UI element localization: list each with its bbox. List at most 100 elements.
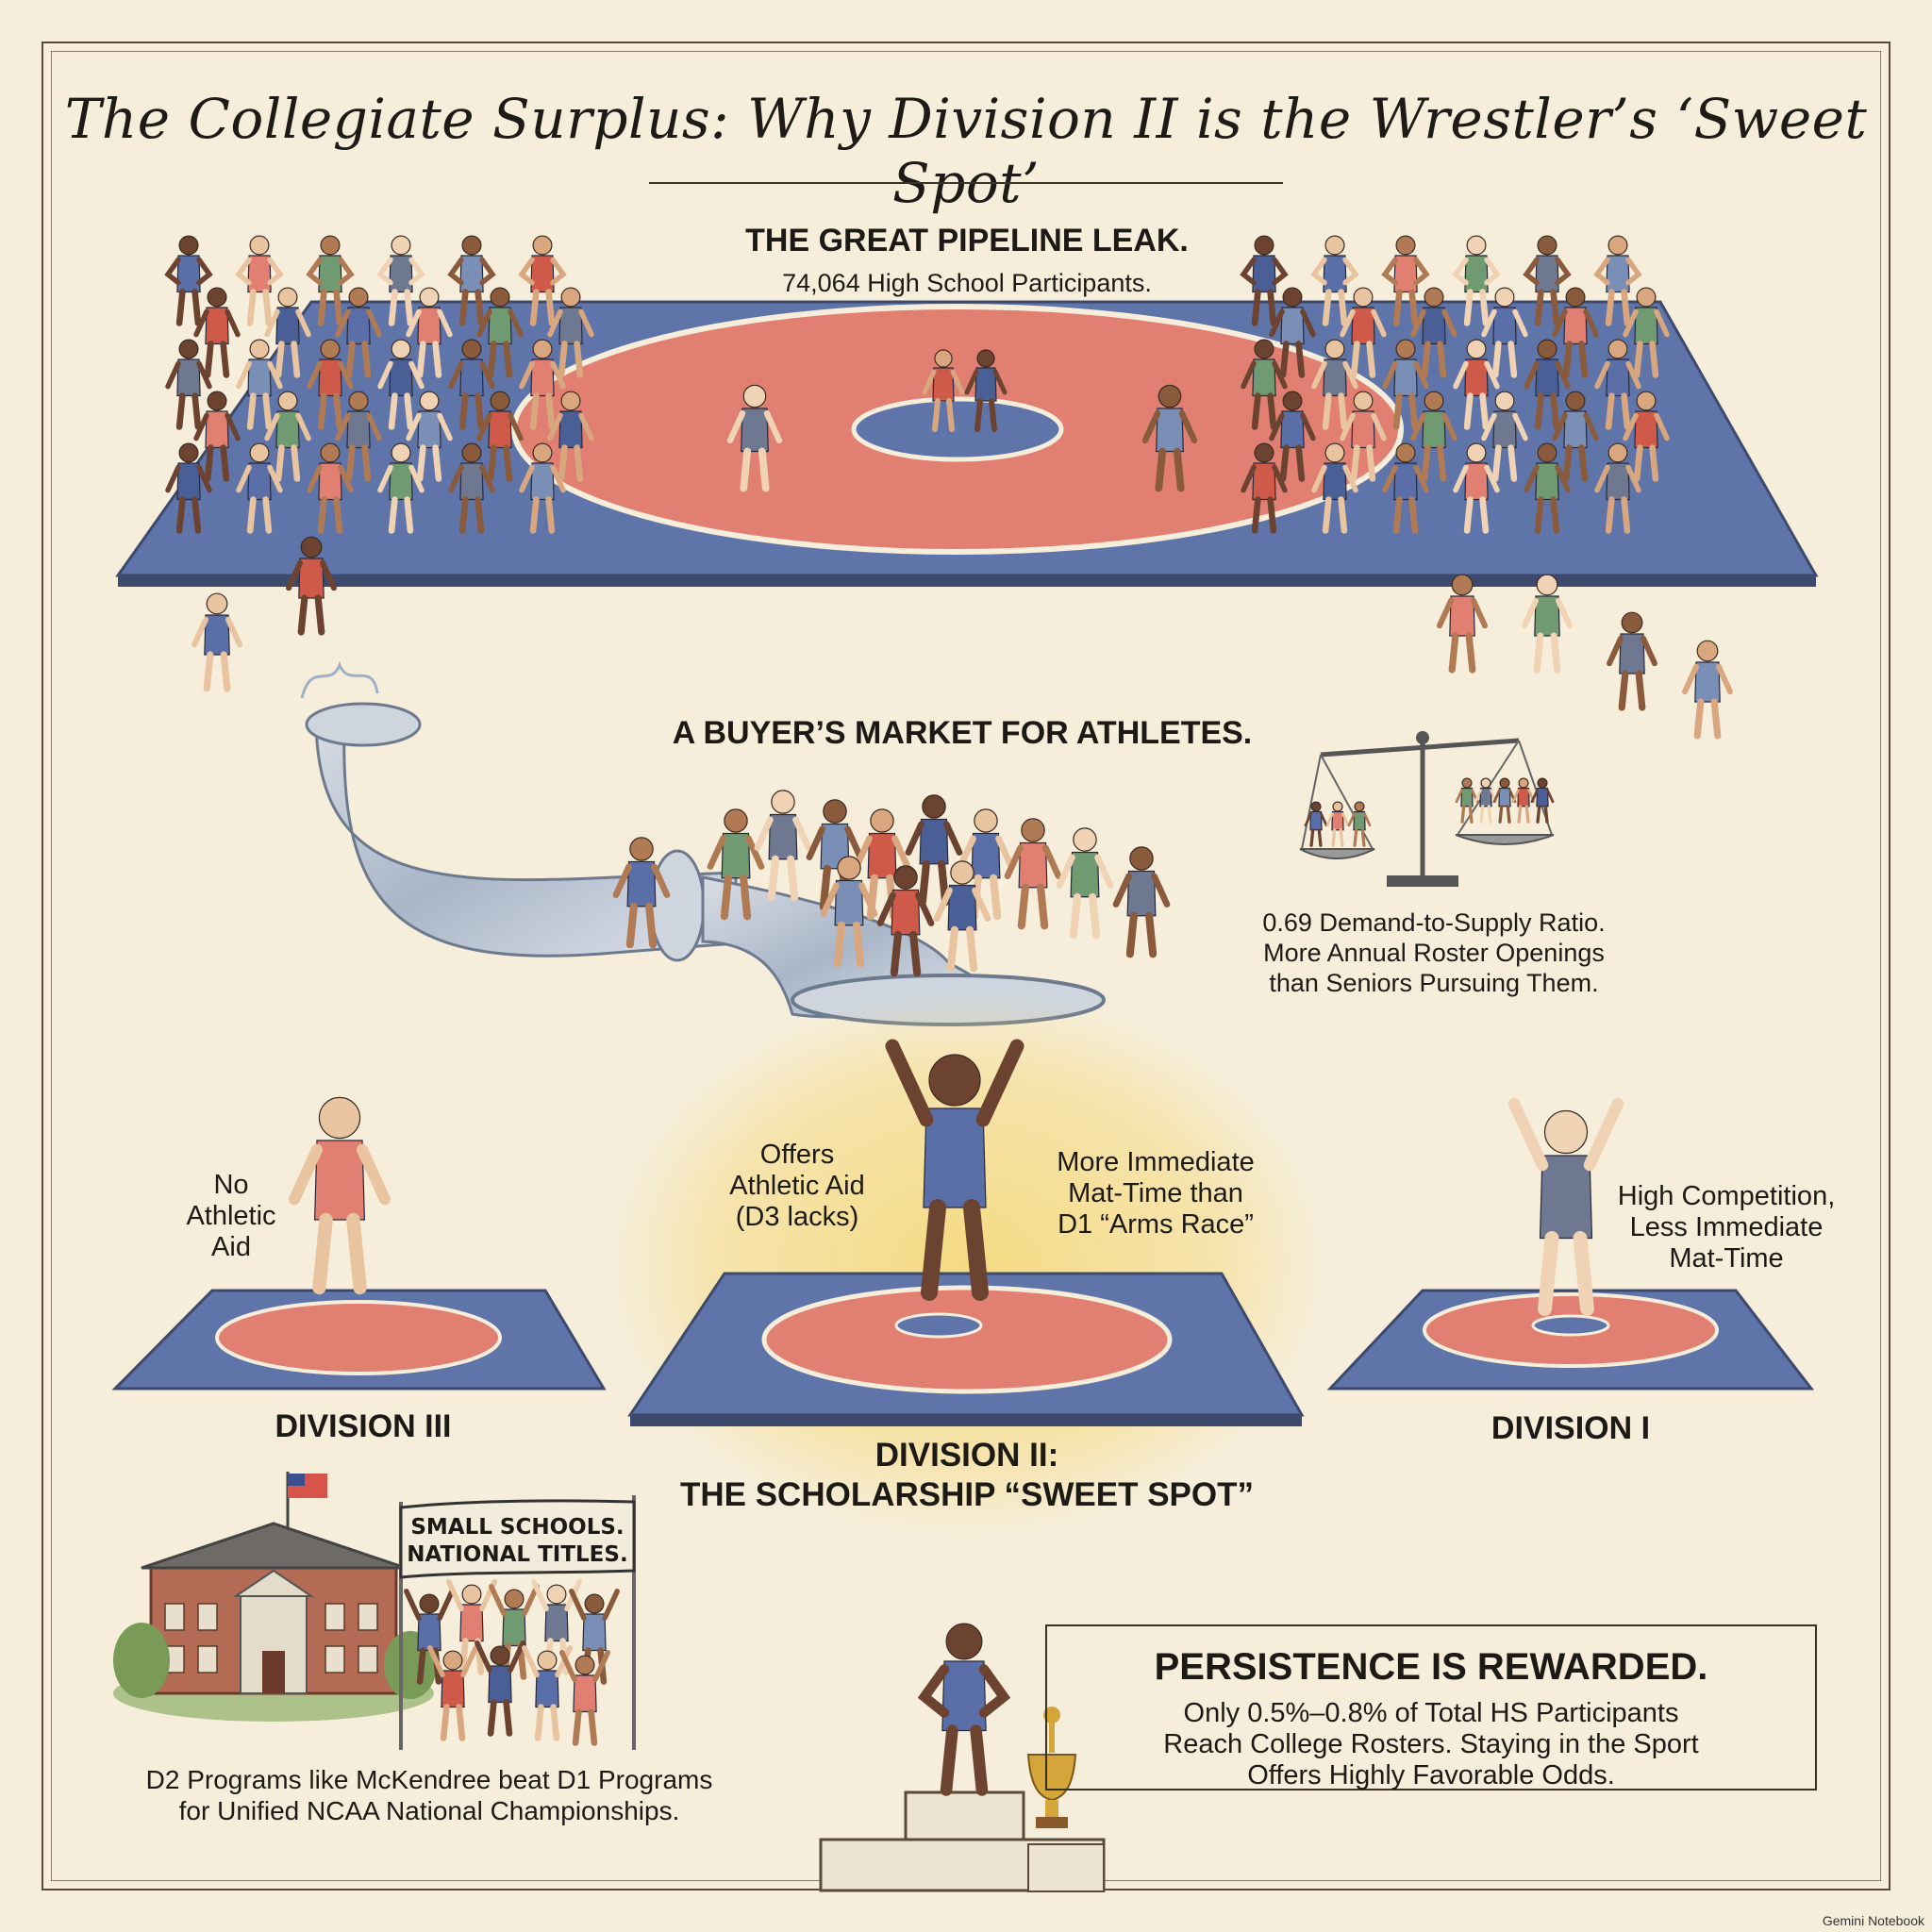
wrestler-figure — [1437, 574, 1488, 674]
wrestler-figure — [446, 1579, 497, 1675]
wrestler-figure — [1410, 287, 1457, 378]
wrestler-figure — [519, 339, 566, 430]
wrestler-figure — [1381, 235, 1430, 326]
wrestler-figure — [1382, 442, 1429, 534]
wrestler-figure — [1455, 777, 1479, 824]
persistence-line: Reach College Rosters. Staying in the Sp… — [1163, 1729, 1699, 1759]
wrestler-figure — [447, 235, 496, 326]
wrestler-figure — [1474, 777, 1498, 824]
wrestler-figure — [1522, 574, 1573, 674]
wrestler-figure — [427, 1645, 478, 1741]
wrestler-figure — [547, 287, 594, 378]
d3-label: DIVISION III — [275, 1408, 452, 1444]
wrestler-figure — [1304, 801, 1328, 847]
d2-note-line: Mat-Time than — [1068, 1178, 1243, 1208]
wrestler-figure — [519, 442, 566, 534]
wrestler-figure — [726, 384, 783, 492]
wrestler-figure — [1241, 442, 1288, 534]
wrestler-figure — [522, 1645, 573, 1741]
wrestler-figure — [406, 287, 453, 378]
caption-line: for Unified NCAA National Championships. — [178, 1796, 680, 1825]
wrestler-figure — [406, 391, 453, 482]
ratio-line: More Annual Roster Openings — [1263, 939, 1605, 967]
high-school-wrestlers-crowd — [164, 235, 1733, 740]
wrestler-figure — [1523, 235, 1572, 326]
wrestler-figure — [1340, 287, 1387, 378]
d2-note-left: Offers Athletic Aid (D3 lacks) — [693, 1140, 901, 1233]
pipeline-mat — [115, 300, 1819, 587]
d1-note: High Competition, Less Immediate Mat-Tim… — [1585, 1181, 1868, 1274]
wrestler-figure — [1325, 801, 1350, 847]
page-title: The Collegiate Surplus: Why Division II … — [64, 87, 1868, 215]
wrestler-figure — [1269, 287, 1316, 378]
wrestler-figure — [1310, 235, 1359, 326]
wrestler-figure — [1004, 818, 1062, 930]
market-ratio-note: 0.69 Demand-to-Supply Ratio. More Annual… — [1198, 908, 1670, 998]
schoolhouse-illustration — [113, 1472, 437, 1722]
wrestler-figure — [1552, 391, 1599, 482]
small-schools-caption: D2 Programs like McKendree beat D1 Progr… — [90, 1764, 769, 1826]
wrestler-figure — [559, 1650, 610, 1746]
wrestler-figure — [307, 442, 354, 534]
persistence-box — [1045, 1624, 1817, 1790]
wrestler-figure — [289, 1096, 391, 1295]
wrestler-figure — [377, 442, 425, 534]
wrestler-figure — [448, 442, 495, 534]
wrestler-figure — [518, 235, 567, 326]
d2-label: DIVISION II: THE SCHOLARSHIP “SWEET SPOT… — [604, 1436, 1330, 1515]
wrestler-figure — [1593, 235, 1642, 326]
wrestler-figure — [164, 235, 213, 326]
division-i-mat — [1326, 1289, 1815, 1391]
wrestler-figure — [192, 592, 242, 692]
d2-note-line: Offers — [759, 1140, 835, 1170]
wrestler-figure — [1452, 235, 1501, 326]
wrestler-figure — [1241, 339, 1288, 430]
team-celebration — [404, 1579, 620, 1746]
emerging-wrestlers — [612, 790, 1171, 977]
d2-label-line: DIVISION II: — [874, 1437, 1059, 1474]
small-schools-banner: SMALL SCHOOLS. NATIONAL TITLES. — [401, 1514, 634, 1569]
wrestler-figure — [922, 349, 965, 432]
wrestler-figure — [531, 1579, 582, 1675]
banner-line: SMALL SCHOOLS. — [410, 1515, 625, 1540]
wrestler-figure — [612, 837, 671, 949]
wrestler-figure — [707, 808, 765, 921]
wrestler-figure — [1410, 391, 1457, 482]
banner-line: NATIONAL TITLES. — [407, 1542, 628, 1567]
wrestler-figure — [1453, 442, 1500, 534]
wrestler-figure — [917, 1623, 1011, 1796]
ratio-line: 0.69 Demand-to-Supply Ratio. — [1262, 908, 1606, 937]
wrestler-figure — [1112, 846, 1171, 958]
wrestler-figure — [1340, 391, 1387, 482]
wrestler-figure — [1382, 339, 1429, 430]
division-ii-mat — [627, 1272, 1305, 1426]
wrestler-figure — [286, 536, 337, 636]
d2-note-line: (D3 lacks) — [735, 1202, 859, 1232]
d3-note: No Athletic Aid — [170, 1170, 292, 1263]
division-figures — [289, 1039, 1624, 1316]
wrestler-figure — [475, 1641, 525, 1737]
wrestler-figure — [235, 235, 284, 326]
wrestler-figure — [1481, 391, 1528, 482]
wrestler-figure — [306, 235, 355, 326]
wrestler-figure — [1056, 827, 1114, 940]
wrestler-figure — [335, 391, 382, 482]
pipeline-subheading: 74,064 High School Participants. — [782, 269, 1152, 297]
wrestler-figure — [1607, 611, 1657, 711]
wrestler-figure — [820, 856, 878, 968]
wrestler-figure — [1311, 339, 1358, 430]
wrestler-figure — [1552, 287, 1599, 378]
wrestler-figure — [1311, 442, 1358, 534]
credit-label: Gemini Notebook — [1822, 1913, 1924, 1928]
d3-note-line: Aid — [211, 1232, 251, 1262]
wrestler-figure — [165, 339, 212, 430]
wrestler-figure — [1623, 391, 1670, 482]
balance-scale-icon — [1299, 731, 1555, 887]
wrestler-figure — [1511, 777, 1536, 824]
wrestler-figure — [193, 391, 241, 482]
market-heading: A BUYER’S MARKET FOR ATHLETES. — [672, 715, 1253, 751]
persistence-body: Only 0.5%–0.8% of Total HS Participants … — [1047, 1698, 1815, 1791]
ratio-line: than Seniors Pursuing Them. — [1269, 969, 1599, 997]
wrestler-figure — [165, 442, 212, 534]
